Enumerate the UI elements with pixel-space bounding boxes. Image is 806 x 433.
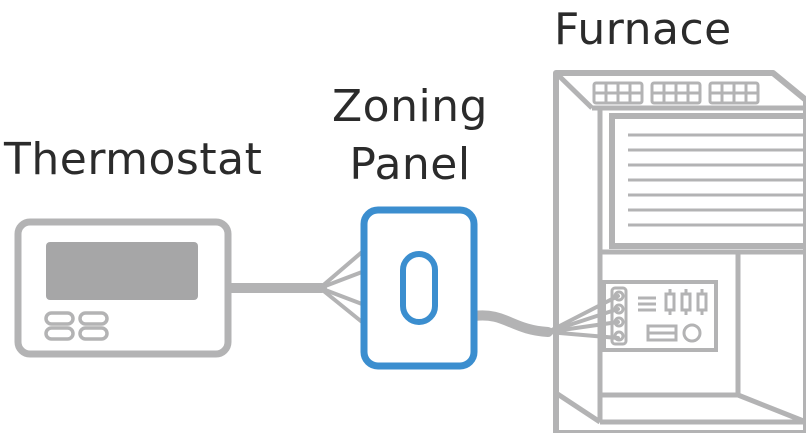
furnace-bottom-edge [554,390,602,425]
furnace-louvers [628,133,806,227]
furnace-label: Furnace [554,4,732,55]
furnace-board-components [638,289,708,343]
zoning-panel-label-line1: Zoning [332,81,488,132]
furnace-control-board [602,280,718,352]
zoning-panel-label-line2: Panel [349,139,471,190]
furnace-terminals [610,286,628,346]
thermostat-button [44,311,75,326]
zoning-panel-icon [360,206,478,370]
panel-to-furnace-wires [469,294,620,340]
thermostat-label: Thermostat [4,134,263,185]
furnace-top-edge [554,71,594,110]
furnace-upper-panel [609,113,806,249]
zoning-panel-slot [400,251,438,325]
thermostat-button [44,326,75,341]
thermostat-icon [14,218,232,358]
thermostat-button [78,311,109,326]
thermostat-display [46,242,198,300]
furnace-icon [553,70,806,433]
zoning-panel-body [360,206,478,370]
thermostat-button [78,326,109,341]
furnace-top-vents [592,81,760,105]
thermostat-to-panel-wires [223,250,364,324]
zoning-panel-label: Zoning Panel [327,78,493,194]
